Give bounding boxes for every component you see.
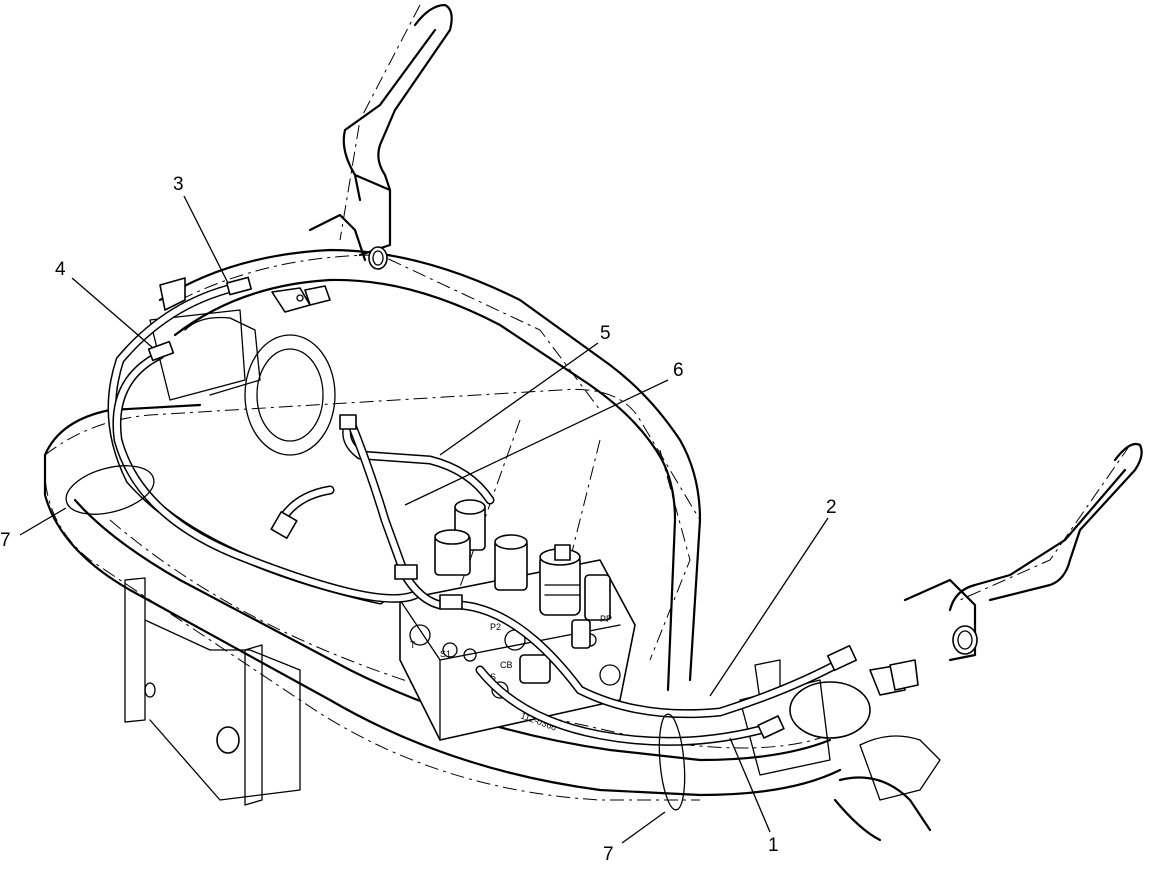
left-handle — [308, 3, 453, 270]
valve-manifold — [399, 499, 636, 741]
port-marking: CB — [500, 660, 513, 670]
callout-1: 1 — [768, 835, 779, 856]
callout-4: 4 — [55, 259, 66, 280]
rear-mounting-plates — [124, 577, 301, 806]
cable-ties — [65, 465, 686, 811]
callout-3: 3 — [173, 174, 184, 195]
callout-5: 5 — [600, 323, 611, 344]
port-marking: S1 — [440, 649, 451, 659]
fittings — [147, 276, 858, 739]
callout-labels: 1 2 3 4 5 6 7 7 — [0, 174, 837, 865]
callout-6: 6 — [673, 360, 684, 381]
port-marking: PP — [600, 614, 612, 624]
callout-7-bottom: 7 — [603, 844, 614, 865]
right-handle — [903, 442, 1143, 662]
port-marking: T — [410, 640, 416, 650]
callout-7-left: 7 — [0, 530, 11, 551]
hoses — [107, 280, 850, 746]
hose-3 — [107, 280, 385, 605]
left-cylinder-assembly — [149, 277, 336, 456]
callout-2: 2 — [826, 497, 837, 518]
right-cylinder-assembly — [739, 659, 941, 842]
port-marking: P2 — [490, 622, 501, 632]
leader-lines — [19, 195, 829, 844]
